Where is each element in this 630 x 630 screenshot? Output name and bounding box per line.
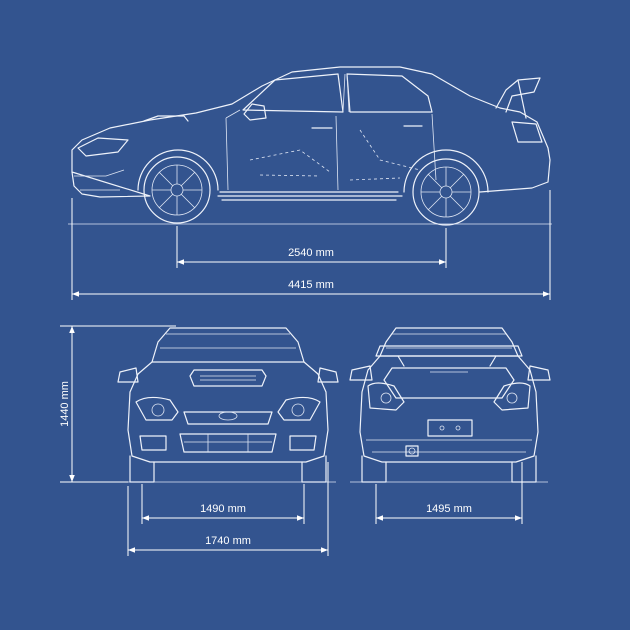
front-right-mirror — [317, 367, 339, 383]
rear-wing — [375, 345, 523, 357]
side-door-handles — [311, 125, 423, 129]
side-b-pillar — [342, 73, 350, 113]
rear-dimensions — [375, 462, 523, 524]
rear-left-taillight — [367, 382, 405, 411]
side-front-bumper — [74, 169, 125, 191]
side-sill — [217, 195, 403, 201]
length-label: 4415 mm — [288, 279, 334, 291]
front-view — [117, 327, 339, 483]
side-taillight — [511, 121, 543, 143]
rear-window — [386, 333, 512, 349]
rear-roof — [379, 327, 519, 357]
wheelbase-label: 2540 mm — [288, 247, 334, 259]
rear-trunk — [383, 367, 515, 399]
front-hood-scoop — [189, 369, 267, 387]
side-front-arch — [137, 149, 219, 191]
front-fog-lights — [139, 435, 317, 451]
side-dimensions — [71, 190, 551, 300]
front-right-headlight — [277, 396, 321, 421]
front-dimensions — [60, 325, 329, 556]
side-mirror — [243, 103, 267, 121]
side-rear-wing — [495, 77, 541, 119]
front-roof — [151, 327, 305, 363]
side-front-wheel — [143, 156, 211, 224]
rear-view — [349, 327, 551, 483]
front-left-mirror — [117, 367, 139, 383]
rear-left-mirror — [349, 365, 373, 381]
front-track-label: 1490 mm — [200, 503, 246, 515]
front-lower-grille — [179, 433, 277, 453]
front-left-headlight — [135, 396, 179, 421]
side-rear-arch — [403, 149, 489, 193]
rear-bumper — [366, 439, 532, 453]
width-label: 1740 mm — [205, 535, 251, 547]
front-grille — [183, 411, 273, 425]
rear-right-taillight — [493, 382, 531, 411]
front-windshield — [160, 333, 296, 349]
side-doors — [225, 109, 437, 191]
side-body-outline — [71, 66, 551, 198]
side-rear-wheel — [412, 158, 480, 226]
rear-exhaust — [405, 445, 419, 457]
side-hood-scoop — [143, 115, 189, 122]
rear-body-outline — [359, 355, 539, 463]
height-label: 1440 mm — [59, 381, 71, 427]
side-headlight — [77, 137, 129, 157]
side-view — [68, 66, 552, 226]
rear-right-mirror — [527, 365, 551, 381]
rear-license-plate — [427, 419, 473, 437]
front-body-outline — [127, 361, 329, 463]
side-hidden-lines — [249, 129, 421, 181]
rear-track-label: 1495 mm — [426, 503, 472, 515]
side-windows — [242, 73, 433, 113]
